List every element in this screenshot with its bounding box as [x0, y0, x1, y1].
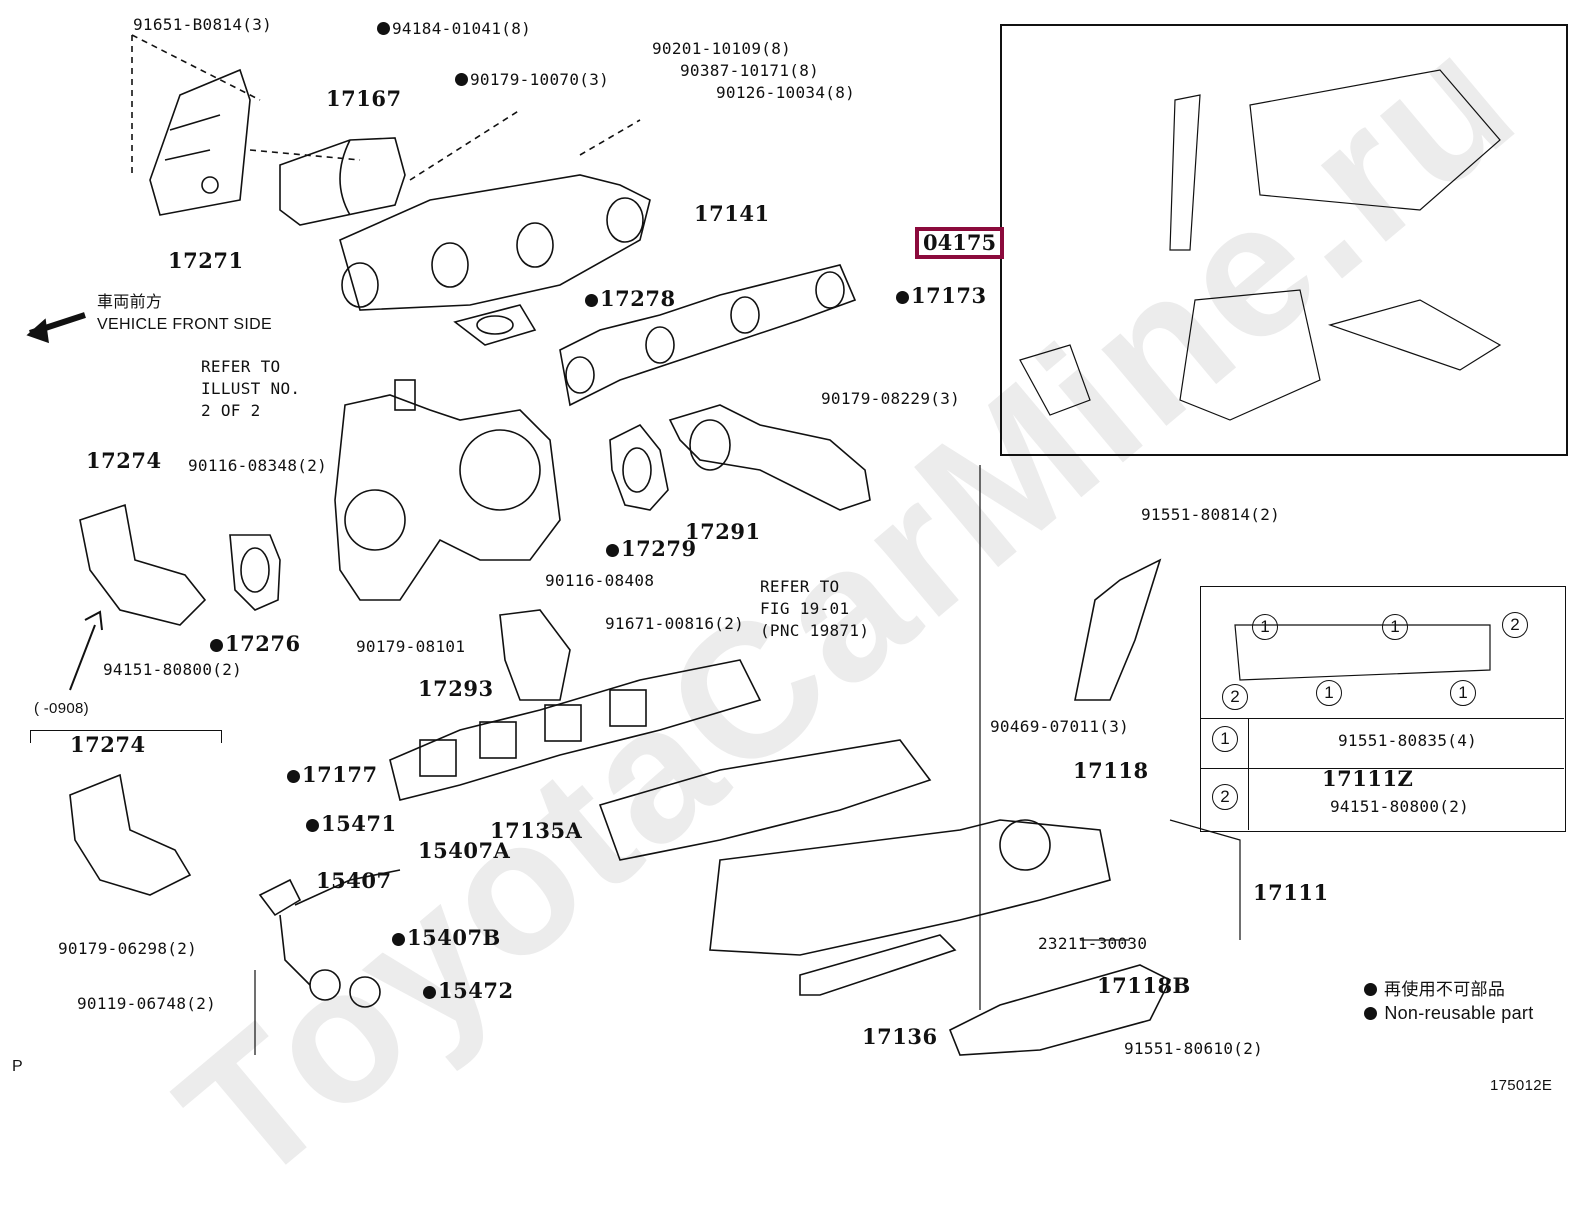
- part-label[interactable]: 90179-06298(2): [58, 939, 198, 958]
- part-label[interactable]: 90116-08348(2): [188, 456, 328, 475]
- non-reusable-icon: [287, 770, 300, 783]
- date-range-note: ( -0908): [34, 700, 89, 717]
- part-label[interactable]: 15407A: [418, 838, 511, 863]
- callout-2: 2: [1502, 612, 1528, 638]
- callout-1: 1: [1450, 680, 1476, 706]
- part-label[interactable]: 90179-08101: [356, 637, 466, 656]
- part-label[interactable]: 94151-80800(2): [103, 660, 243, 679]
- part-label[interactable]: 17141: [694, 201, 770, 226]
- part-label[interactable]: 17274: [86, 448, 162, 473]
- parts-diagram: ToyotaCarMine.ru: [12, 0, 1568, 1225]
- part-label[interactable]: 17136: [862, 1024, 938, 1049]
- part-label[interactable]: 17111Z: [1322, 766, 1414, 791]
- part-label[interactable]: 90201-10109(8): [652, 39, 792, 58]
- direction-note-en: VEHICLE FRONT SIDE: [97, 316, 272, 333]
- non-reusable-icon: [896, 291, 909, 304]
- part-label[interactable]: 17291: [685, 519, 761, 544]
- non-reusable-icon: [1364, 1007, 1377, 1020]
- part-label[interactable]: 94151-80800(2): [1330, 797, 1470, 816]
- part-label[interactable]: 15407B: [392, 927, 501, 949]
- part-label[interactable]: 91651-B0814(3): [133, 15, 273, 34]
- intake-manifold-drawing: [598, 739, 932, 861]
- highlighted-part-label[interactable]: 04175: [915, 227, 1005, 259]
- part-label[interactable]: 17173: [896, 285, 987, 307]
- date-range-bracket: [30, 730, 222, 743]
- part-label[interactable]: 90119-06748(2): [77, 994, 217, 1013]
- part-label[interactable]: 91551-80814(2): [1141, 505, 1281, 524]
- non-reusable-icon: [606, 544, 619, 557]
- direction-note-jp: 車両前方: [97, 294, 163, 311]
- refer-note-line: REFER TO: [201, 357, 281, 376]
- non-reusable-icon: [392, 933, 405, 946]
- non-reusable-icon: [585, 294, 598, 307]
- bolt-table-col-divider: [1248, 718, 1249, 830]
- part-label[interactable]: 17293: [418, 676, 494, 701]
- bolt-table: [1200, 586, 1566, 832]
- refer-note-line: (PNC 19871): [760, 621, 870, 640]
- part-label[interactable]: 17276: [210, 633, 301, 655]
- part-label[interactable]: 15472: [423, 980, 514, 1002]
- refer-note-line: FIG 19-01: [760, 599, 850, 618]
- non-reusable-icon: [455, 73, 468, 86]
- kit-inset-frame: [1000, 24, 1568, 456]
- part-label[interactable]: 90179-10070(3): [455, 71, 609, 89]
- part-label[interactable]: 17278: [585, 288, 676, 310]
- part-label[interactable]: 17279: [606, 538, 697, 560]
- non-reusable-icon: [377, 22, 390, 35]
- non-reusable-icon: [1364, 983, 1377, 996]
- bolt-table-row-divider: [1200, 768, 1564, 769]
- legend-en: Non-reusable part: [1364, 1004, 1534, 1022]
- part-label[interactable]: 17135A: [490, 818, 583, 843]
- part-label[interactable]: 17274: [70, 732, 146, 757]
- callout-1: 1: [1382, 614, 1408, 640]
- oil-pipe-drawing: [258, 869, 401, 986]
- table-key-1: 1: [1212, 726, 1238, 752]
- exhaust-manifold-drawing: [339, 174, 651, 311]
- part-label[interactable]: 90387-10171(8): [680, 61, 820, 80]
- non-reusable-icon: [306, 819, 319, 832]
- page-marker: P: [12, 1058, 23, 1075]
- callout-2: 2: [1222, 684, 1248, 710]
- part-label[interactable]: 17167: [326, 86, 402, 111]
- part-label[interactable]: 91671-00816(2): [605, 614, 745, 633]
- callout-1: 1: [1252, 614, 1278, 640]
- part-label[interactable]: 90126-10034(8): [716, 83, 856, 102]
- part-label[interactable]: 91551-80610(2): [1124, 1039, 1264, 1058]
- non-reusable-icon: [210, 639, 223, 652]
- part-label[interactable]: 15471: [306, 813, 397, 835]
- bolt-table-row-divider: [1200, 718, 1564, 719]
- part-label[interactable]: 90179-08229(3): [821, 389, 961, 408]
- part-label[interactable]: 17118B: [1097, 973, 1191, 998]
- refer-note-line: 2 OF 2: [201, 401, 261, 420]
- part-label[interactable]: 94184-01041(8): [377, 20, 531, 38]
- part-label[interactable]: 17111: [1253, 880, 1329, 905]
- part-label[interactable]: 91551-80835(4): [1338, 731, 1478, 750]
- part-label[interactable]: 90469-07011(3): [990, 717, 1130, 736]
- refer-note-line: ILLUST NO.: [201, 379, 301, 398]
- part-label[interactable]: 90116-08408: [545, 571, 655, 590]
- refer-note-line: REFER TO: [760, 577, 840, 596]
- callout-1: 1: [1316, 680, 1342, 706]
- part-label[interactable]: 15407: [316, 868, 392, 893]
- exhaust-pipe-drawing: [668, 404, 871, 511]
- part-label[interactable]: 23211-30030: [1038, 934, 1148, 953]
- non-reusable-icon: [423, 986, 436, 999]
- legend-jp: 再使用不可部品: [1364, 981, 1505, 999]
- table-key-2: 2: [1212, 784, 1238, 810]
- line-art: [26, 34, 1502, 1056]
- turbocharger-drawing: [334, 394, 561, 601]
- intake-elbow-drawing: [79, 503, 207, 626]
- exhaust-gasket-drawing: [559, 264, 857, 407]
- part-label[interactable]: 17271: [168, 248, 244, 273]
- part-label[interactable]: 17118: [1073, 758, 1149, 783]
- intake-gasket-drawing: [389, 659, 762, 801]
- heat-insulator-drawing: [149, 68, 251, 216]
- inset-sketch: [1019, 69, 1502, 421]
- figure-id: 175012E: [1490, 1077, 1553, 1094]
- exhaust-heat-shield-drawing: [279, 137, 406, 226]
- part-label[interactable]: 17177: [287, 764, 378, 786]
